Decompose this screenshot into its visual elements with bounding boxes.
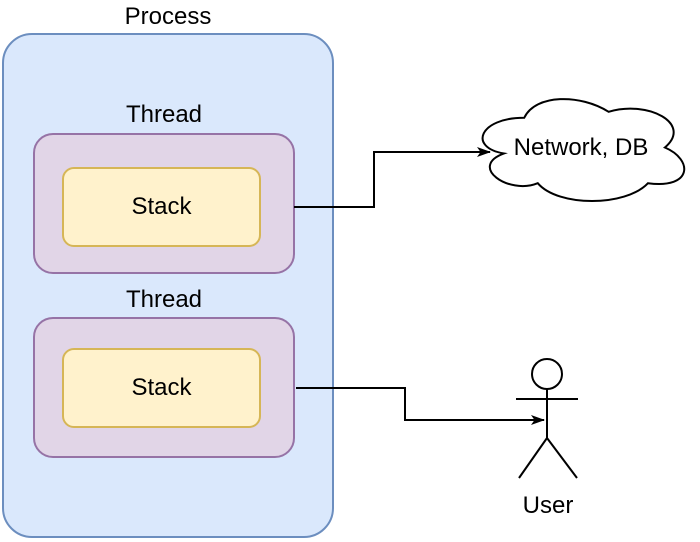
network-label: Network, DB xyxy=(513,134,649,161)
actor-head xyxy=(531,358,563,390)
user-actor-shape xyxy=(516,358,578,479)
process-label: Process xyxy=(124,3,212,30)
user-label: User xyxy=(522,492,574,519)
actor-body xyxy=(516,389,578,479)
stack2-box: Stack xyxy=(62,348,261,428)
thread1-label: Thread xyxy=(125,101,203,128)
stack1-box: Stack xyxy=(62,167,261,247)
stack2-label: Stack xyxy=(131,374,192,401)
stack1-label: Stack xyxy=(131,193,192,220)
thread2-label: Thread xyxy=(125,286,203,313)
